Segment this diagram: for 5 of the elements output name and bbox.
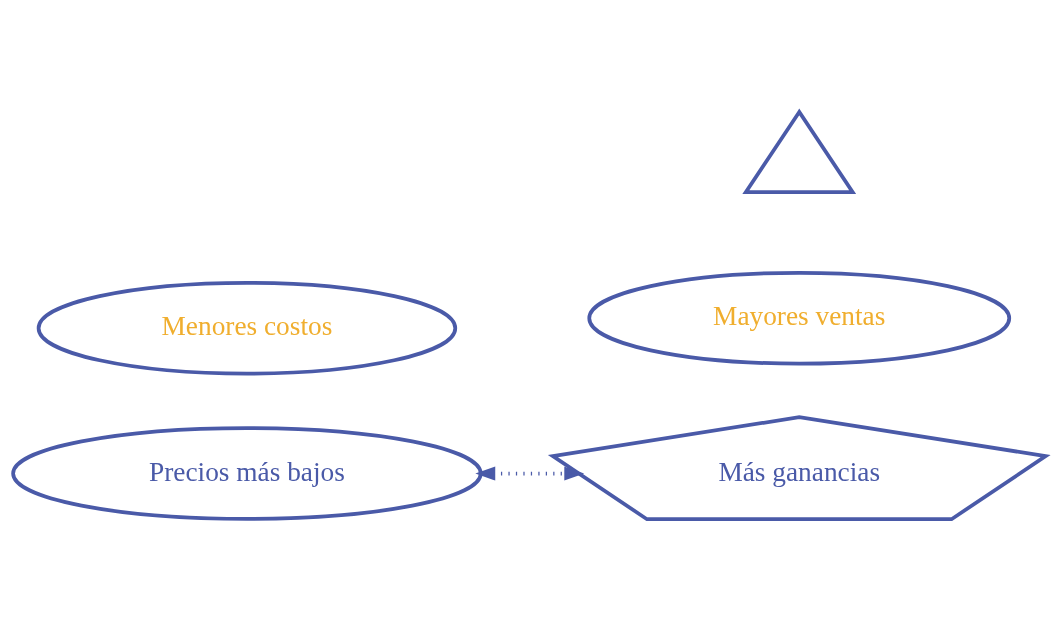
- arrow: [475, 466, 585, 481]
- node-ellipse: Mayores ventas: [587, 270, 1012, 366]
- node-triangle: [742, 108, 857, 194]
- node-ellipse: Menores costos: [36, 280, 458, 376]
- node-ellipse: Precios más bajos: [11, 426, 483, 521]
